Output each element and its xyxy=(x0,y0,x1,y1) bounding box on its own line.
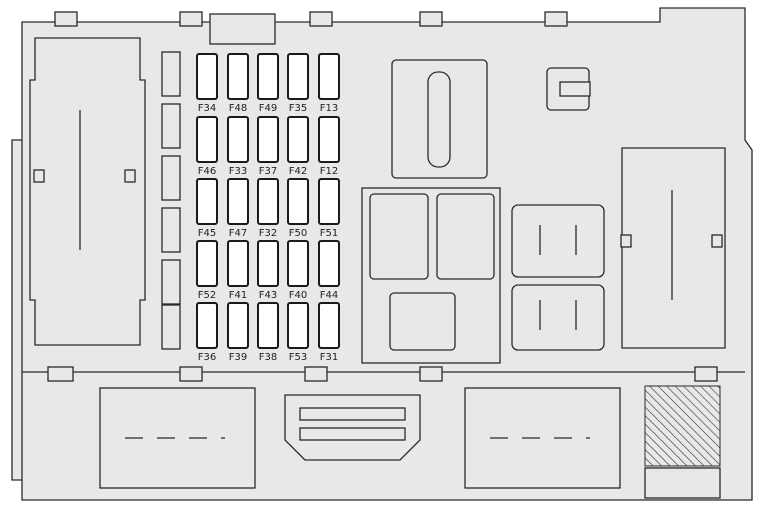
fuse-label: F38 xyxy=(259,352,277,363)
fuse-label: F52 xyxy=(198,290,216,301)
fuse-f37 xyxy=(257,116,279,163)
fuse-label: F47 xyxy=(229,228,247,239)
fuse-label: F39 xyxy=(229,352,247,363)
fuse-f46 xyxy=(196,116,218,163)
fuse-f36 xyxy=(196,302,218,349)
fuse-f48 xyxy=(227,53,249,100)
fuse-f49 xyxy=(257,53,279,100)
fuse-label: F33 xyxy=(229,166,247,177)
fuse-f42 xyxy=(287,116,309,163)
fuse-label: F37 xyxy=(259,166,277,177)
fuse-label: F32 xyxy=(259,228,277,239)
fuse-label: F48 xyxy=(229,103,247,114)
fuse-label: F46 xyxy=(198,166,216,177)
fuse-f44 xyxy=(318,240,340,287)
hatched-area xyxy=(644,385,721,467)
bottom-right-clip xyxy=(644,467,721,499)
fuse-label: F44 xyxy=(320,290,338,301)
top-clips xyxy=(54,11,568,45)
fuse-f45 xyxy=(196,178,218,225)
right-relay-block xyxy=(621,147,726,349)
bottom-clips xyxy=(47,366,718,382)
fuse-f39 xyxy=(227,302,249,349)
fuse-label: F34 xyxy=(198,103,216,114)
fuse-label: F50 xyxy=(289,228,307,239)
fuse-label: F13 xyxy=(320,103,338,114)
fuse-f40 xyxy=(287,240,309,287)
relay-right-2 xyxy=(511,284,605,351)
fuse-f53 xyxy=(287,302,309,349)
fuse-label: F45 xyxy=(198,228,216,239)
left-relay-block xyxy=(29,37,146,346)
fuse-label: F41 xyxy=(229,290,247,301)
fuse-f13 xyxy=(318,53,340,100)
fuse-f35 xyxy=(287,53,309,100)
fuse-f12 xyxy=(318,116,340,163)
connector-right xyxy=(464,387,621,489)
fuse-f52 xyxy=(196,240,218,287)
fuse-f32 xyxy=(257,178,279,225)
fuse-label: F31 xyxy=(320,352,338,363)
fuse-f34 xyxy=(196,53,218,100)
fuse-f38 xyxy=(257,302,279,349)
fuse-f47 xyxy=(227,178,249,225)
fuse-label: F51 xyxy=(320,228,338,239)
fuse-label: F35 xyxy=(289,103,307,114)
fuse-f41 xyxy=(227,240,249,287)
fuse-f33 xyxy=(227,116,249,163)
fuse-label: F43 xyxy=(259,290,277,301)
fuse-f43 xyxy=(257,240,279,287)
fuse-label: F12 xyxy=(320,166,338,177)
fuse-f50 xyxy=(287,178,309,225)
fuse-label: F49 xyxy=(259,103,277,114)
fuse-label: F42 xyxy=(289,166,307,177)
fuse-label: F36 xyxy=(198,352,216,363)
fuse-label: F53 xyxy=(289,352,307,363)
relay-right-1 xyxy=(511,204,605,278)
fuse-label: F40 xyxy=(289,290,307,301)
connector-left xyxy=(99,387,256,489)
fuse-f31 xyxy=(318,302,340,349)
fuse-f51 xyxy=(318,178,340,225)
spare-slots xyxy=(161,51,181,350)
